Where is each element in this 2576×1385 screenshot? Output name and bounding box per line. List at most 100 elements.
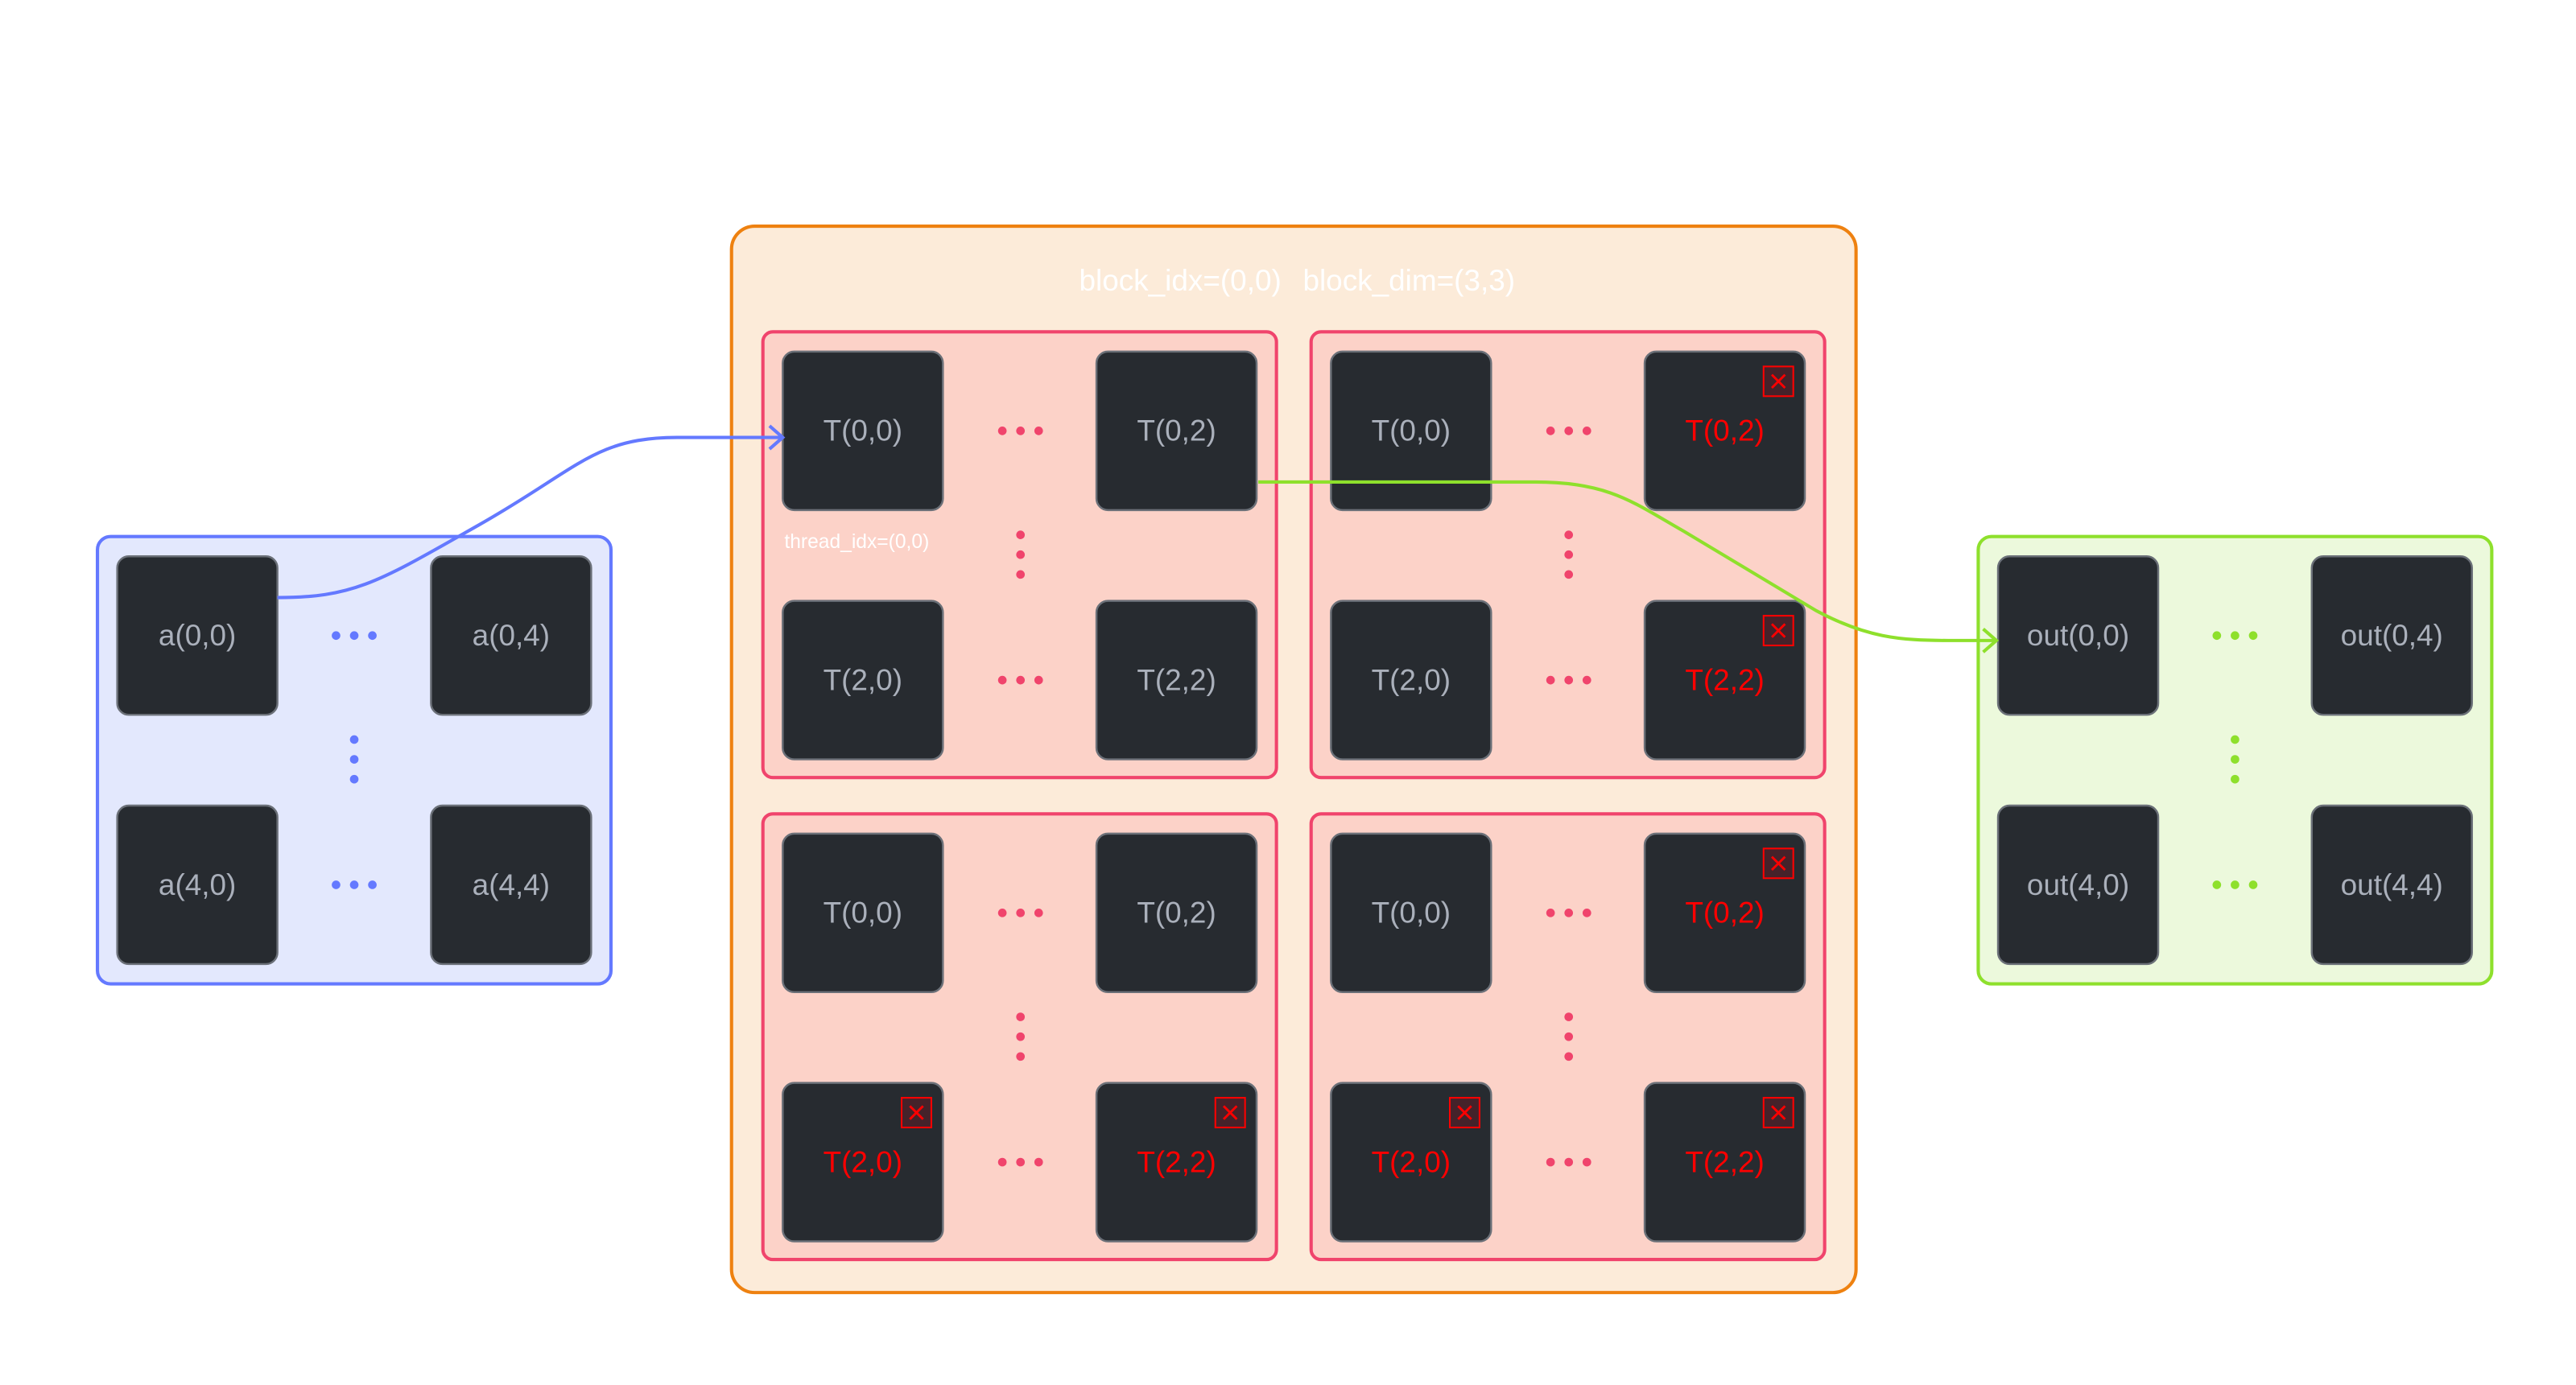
dot [1582,1157,1591,1167]
cell: T(0,0) [1330,832,1492,994]
cell: T(0,2) [1095,832,1258,994]
thread-block: T(0,0) T(0,2) T(2,0) T(2,2) [761,812,1278,1262]
cell-box [782,832,944,994]
dot [2248,631,2258,641]
dot [332,880,341,889]
x-mark-glyph [1771,373,1786,390]
cell-label: T(2,0) [824,1145,902,1178]
cell-box [2310,555,2473,716]
boxes-layer: a(0,0)a(0,4)a(4,0)a(4,4)out(0,0)out(0,4)… [95,224,2494,1295]
dot [1564,570,1574,579]
vertical-ellipsis-icon [349,735,359,784]
horizontal-ellipsis-icon [332,631,377,641]
dot [997,675,1007,685]
cell-label: out(4,4) [2341,868,2443,901]
cell-label: T(2,0) [824,663,902,696]
vertical-ellipsis-icon [1564,530,1574,579]
thread-block: T(0,0)T(0,2)T(2,0)T(2,2) [1309,812,1827,1262]
horizontal-ellipsis-icon [997,1157,1043,1167]
x-mark-glyph [1771,855,1786,872]
dot [1016,909,1026,917]
cell: T(2,0) [782,1082,944,1243]
vertical-ellipsis-icon [1016,1012,1026,1061]
horizontal-ellipsis-icon [1546,675,1591,685]
cell-box [1330,350,1492,512]
dot [2231,774,2240,784]
cell: out(0,0) [1996,555,2160,716]
dot [1564,1012,1574,1021]
cell-label: out(0,4) [2341,619,2443,652]
cell-box [1330,600,1492,761]
block-grid: T(0,0) T(0,2) T(2,0) T(2,2) T(0,0) T(0,2) T(2,… [729,224,1858,1295]
input-to-thread-arrow [277,435,783,600]
horizontal-ellipsis-icon [1546,1157,1591,1167]
vertical-ellipsis-icon [1016,530,1026,579]
cell-label: a(4,0) [159,868,236,901]
cell: T(0,0) [1330,350,1492,512]
dot [1016,1012,1026,1021]
x-mark-glyph [1457,1105,1472,1120]
dot [1016,530,1026,539]
dot [1564,1052,1574,1061]
cell: T(2,2) [1095,1082,1258,1243]
grid-title-block-idx: block_idx=(0,0) [1079,264,1281,297]
arrows-layer [277,424,2000,653]
dot [349,631,359,641]
dot [2212,880,2222,889]
cell: T(0,0) [782,832,944,994]
x-mark-icon [1762,615,1794,647]
horizontal-ellipsis-icon [332,880,377,889]
dot [1564,1157,1574,1167]
x-mark-glyph [1771,623,1786,638]
cell-box [116,804,279,966]
dot [1034,1157,1043,1167]
dot [368,880,377,889]
cell-label: a(0,4) [473,619,550,652]
input-matrix: a(0,0)a(0,4)a(4,0)a(4,4) [95,534,613,986]
cell: out(4,0) [1996,804,2160,966]
dot [997,1157,1007,1167]
dot [349,755,359,764]
horizontal-ellipsis-icon [2212,880,2258,889]
dot [1564,530,1574,539]
cell-box [116,555,279,716]
cell: a(4,0) [116,804,279,966]
dot [349,880,359,889]
cell: T(2,2) [1643,1082,1806,1243]
x-mark-icon [1762,847,1794,880]
dot [1564,909,1574,917]
cell-label: out(0,0) [2027,619,2129,652]
dot [2248,880,2258,889]
cell-box [782,600,944,761]
x-mark-icon [900,1097,932,1129]
dot [349,774,359,784]
cell: T(2,0) [1330,1082,1492,1243]
dot [1034,909,1043,917]
cell-box [1095,350,1258,512]
x-mark-badge [1762,365,1794,398]
horizontal-ellipsis-icon [997,909,1043,917]
horizontal-ellipsis-icon [2212,631,2258,641]
horizontal-ellipsis-icon [1546,427,1591,435]
dot [1016,1157,1026,1167]
dot [2231,755,2240,764]
x-mark-glyph [1222,1105,1238,1120]
cell-box [430,555,592,716]
dot [1016,1032,1026,1041]
dot [1016,550,1026,559]
thread-block: T(0,0)T(0,2)T(2,0)T(2,2) [761,330,1278,780]
dot [1564,550,1574,559]
cell: T(2,2) [1095,600,1258,761]
x-mark-icon [1762,1097,1794,1129]
cell: T(0,2) [1095,350,1258,512]
dot [1546,427,1555,435]
x-mark-glyph [909,1105,924,1120]
cell: a(0,0) [116,555,279,716]
cell-label: T(2,2) [1137,663,1216,696]
dot [997,909,1007,917]
thread-block: T(0,0)T(0,2)T(2,0)T(2,2) [1309,330,1827,780]
dot [2231,880,2240,889]
cell: a(0,4) [430,555,592,716]
x-mark-icon [1214,1097,1246,1129]
vertical-ellipsis-icon [2231,735,2240,784]
